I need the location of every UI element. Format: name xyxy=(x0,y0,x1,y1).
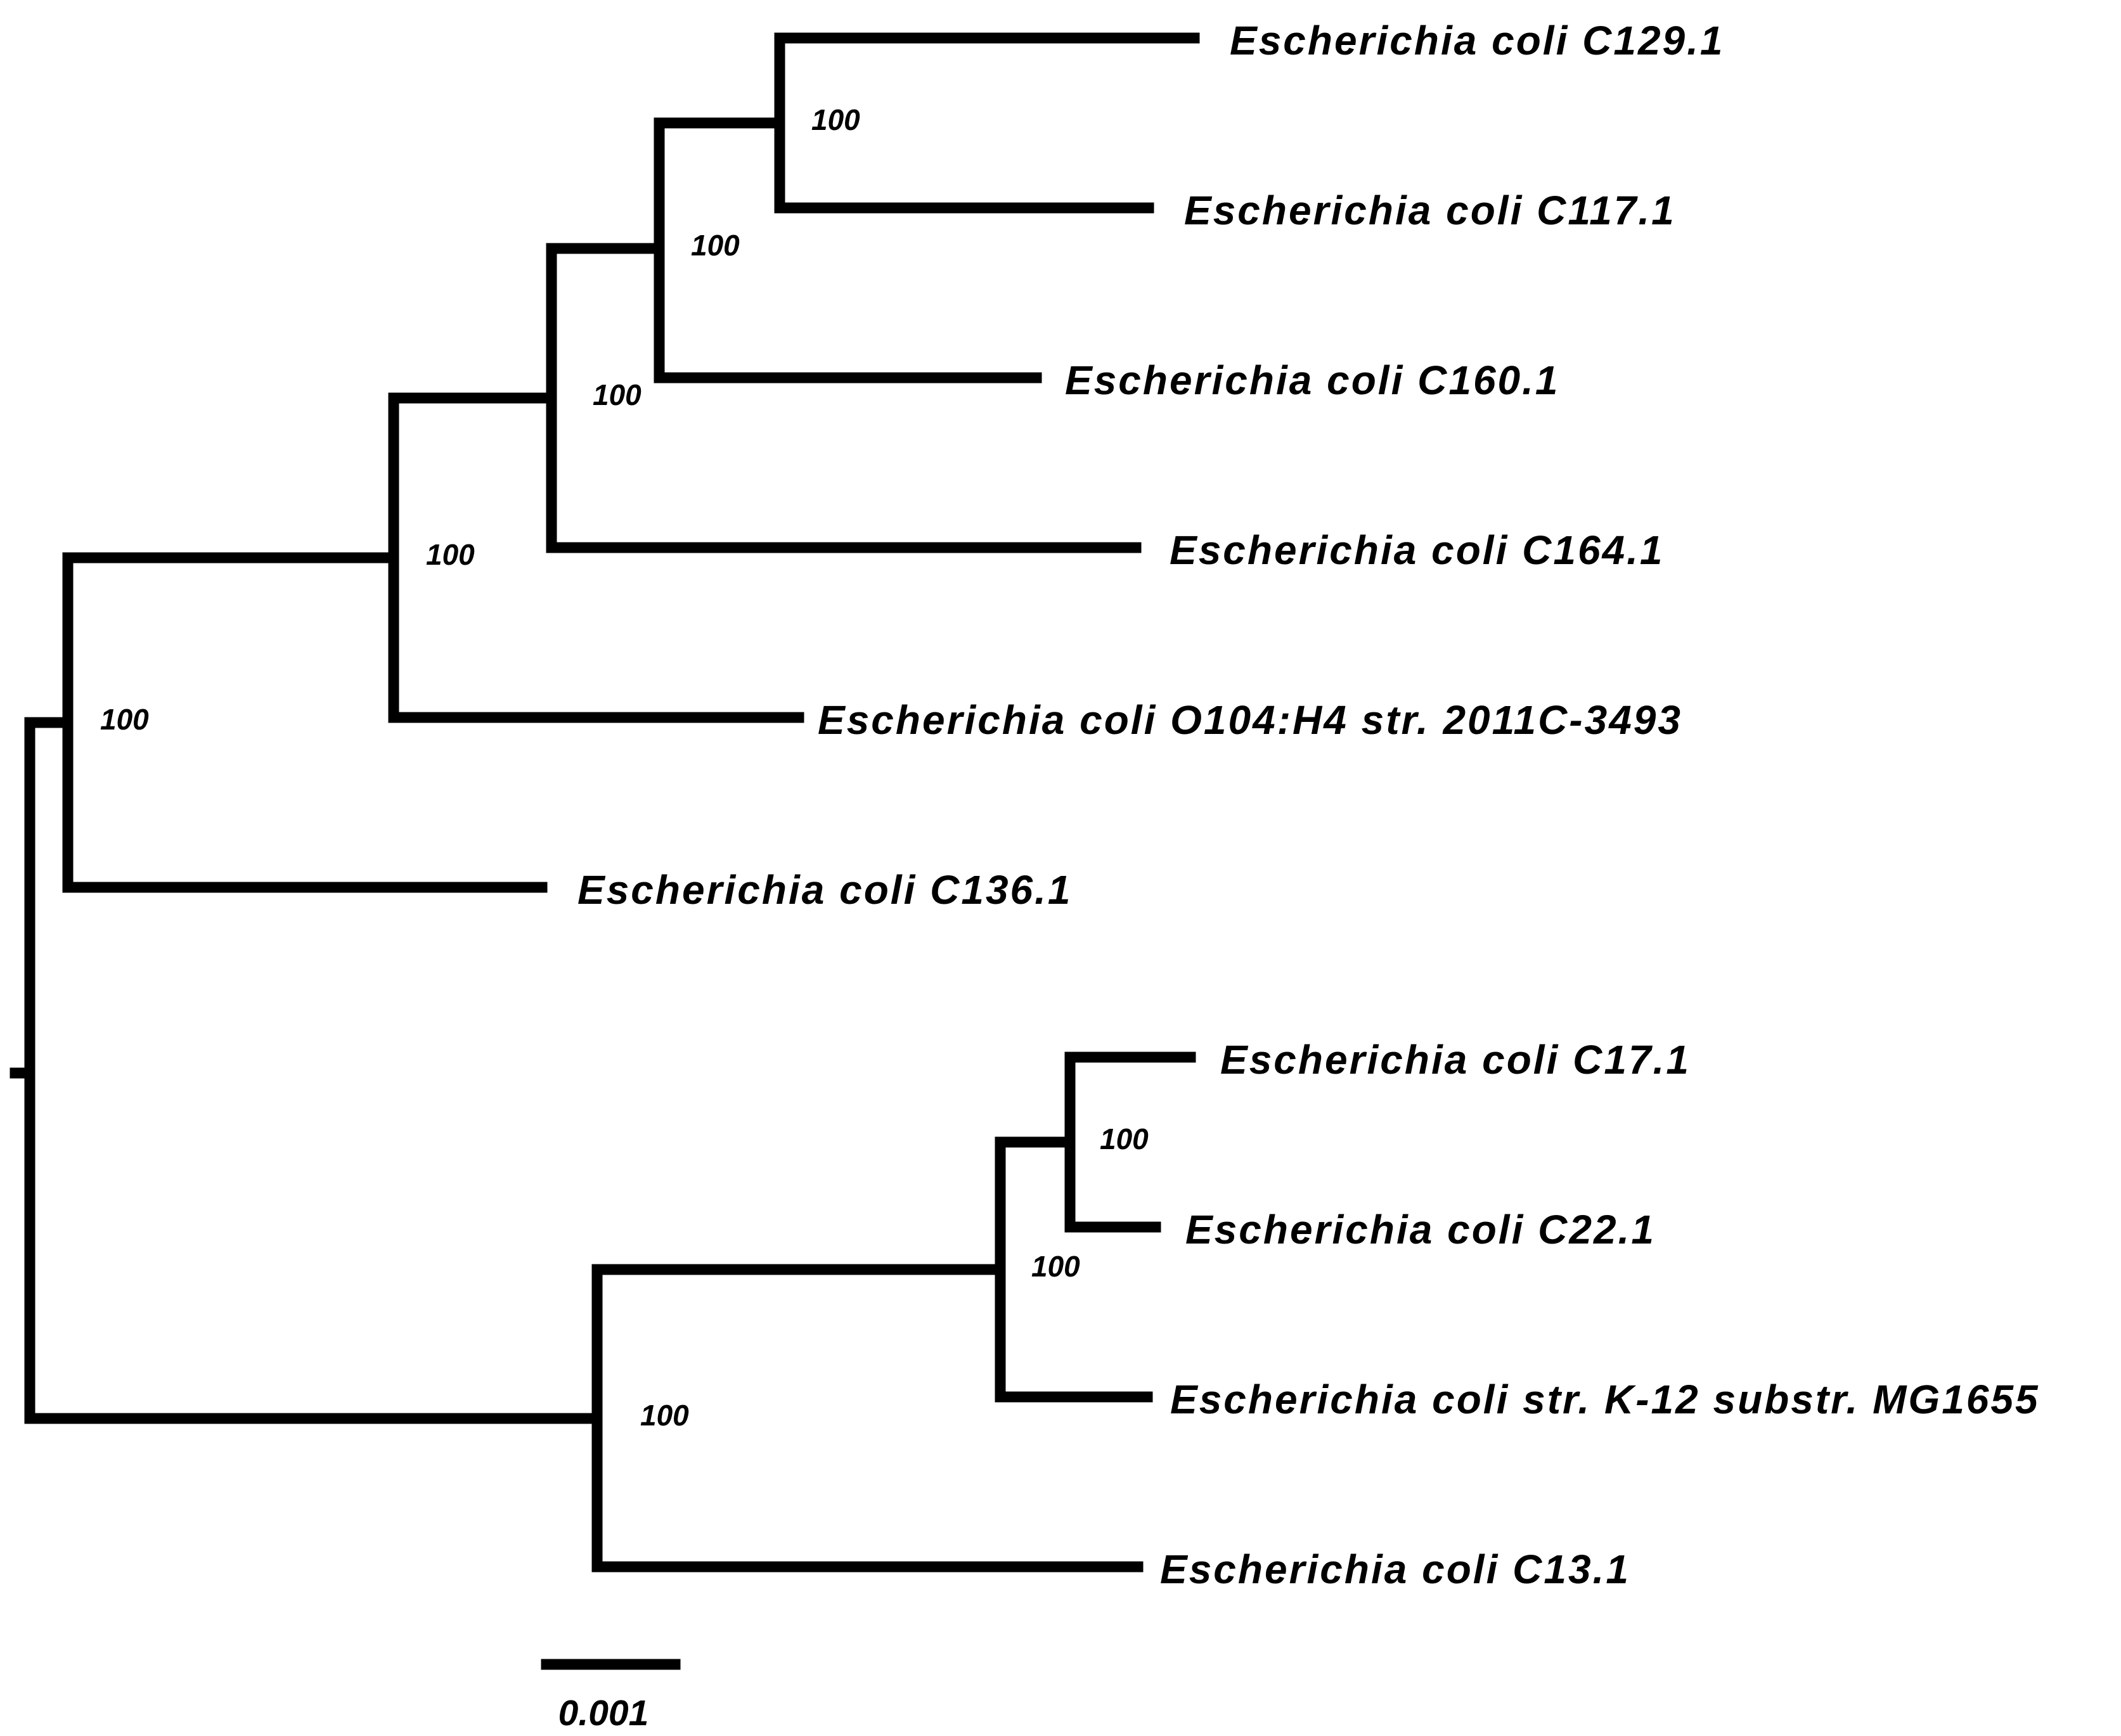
bootstrap-label-c129-o104: 100 xyxy=(426,538,475,571)
bootstrap-label-c17-c22: 100 xyxy=(1100,1122,1149,1155)
scale-bar-label: 0.001 xyxy=(558,1693,649,1733)
bootstrap-label-c17-k12: 100 xyxy=(1031,1250,1080,1283)
taxon-label-8: Escherichia coli str. K-12 substr. MG165… xyxy=(1170,1377,2040,1422)
taxon-label-5: Escherichia coli C136.1 xyxy=(577,867,1073,913)
taxon-label-2: Escherichia coli C160.1 xyxy=(1065,357,1560,403)
bootstrap-label-c129-c164: 100 xyxy=(593,378,641,411)
taxon-label-6: Escherichia coli C17.1 xyxy=(1220,1037,1691,1083)
bootstrap-label-c17-c13: 100 xyxy=(640,1399,689,1432)
taxon-label-1: Escherichia coli C117.1 xyxy=(1184,188,1676,233)
bootstrap-label-c129-c136: 100 xyxy=(100,703,149,736)
taxon-label-4: Escherichia coli O104:H4 str. 2011C-3493 xyxy=(818,697,1682,743)
taxon-label-0: Escherichia coli C129.1 xyxy=(1230,18,1725,63)
taxon-label-3: Escherichia coli C164.1 xyxy=(1170,527,1665,573)
taxon-label-9: Escherichia coli C13.1 xyxy=(1160,1546,1630,1592)
bootstrap-label-c129-c117: 100 xyxy=(811,103,860,136)
bootstrap-label-c129-c160: 100 xyxy=(691,229,740,262)
taxon-label-7: Escherichia coli C22.1 xyxy=(1185,1207,1656,1252)
